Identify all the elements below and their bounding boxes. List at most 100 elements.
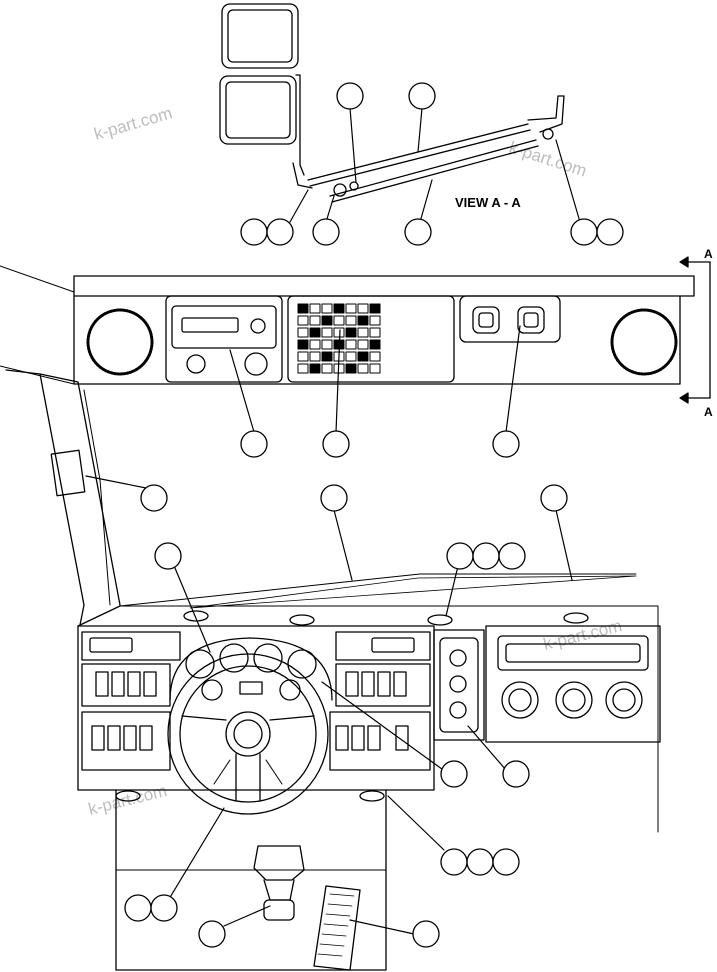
callout-balloon <box>240 218 268 246</box>
switch-cell <box>369 339 381 350</box>
hvac-slot <box>497 635 649 671</box>
gauge-left <box>472 306 500 334</box>
callout-balloon <box>472 542 500 570</box>
callout-balloon <box>492 430 520 458</box>
brake-pedal <box>253 845 305 881</box>
switch-cell <box>333 303 345 314</box>
switch-cell <box>345 315 357 326</box>
callout-balloon <box>404 218 432 246</box>
switch-cell <box>333 315 345 326</box>
switch-cell <box>369 363 381 374</box>
switch-cell <box>297 351 309 362</box>
callout-balloon <box>492 848 520 876</box>
callout-balloon <box>320 484 348 512</box>
switch-cell <box>345 327 357 338</box>
mirror-clamp <box>349 181 359 191</box>
section-indicator <box>679 256 711 404</box>
callout-balloon <box>502 760 530 788</box>
mirror-clamp <box>333 183 347 197</box>
switch-cell <box>357 315 369 326</box>
switch-cell <box>297 303 309 314</box>
callout-balloon <box>596 218 624 246</box>
windshield-base <box>189 575 637 609</box>
overhead-console <box>0 265 695 385</box>
instrument-cluster <box>169 637 333 701</box>
watermark-text: k-part.com <box>92 103 174 143</box>
mirror-upper-inner <box>227 9 293 63</box>
switch-cell <box>321 339 333 350</box>
accelerator-pedal <box>313 885 361 971</box>
callout-balloon <box>154 542 182 570</box>
callout-balloon <box>440 760 468 788</box>
callout-balloon <box>336 82 364 110</box>
switch-cell <box>321 327 333 338</box>
switch-cell <box>297 327 309 338</box>
switch-cell <box>345 303 357 314</box>
callout-balloon <box>412 920 440 948</box>
callout-balloon <box>570 218 598 246</box>
dash-vent-right <box>371 637 415 653</box>
a-pillar <box>5 369 121 626</box>
callout-balloon <box>266 218 294 246</box>
callout-balloon <box>312 218 340 246</box>
mirror-mount <box>527 95 565 133</box>
pillar-label <box>50 449 86 497</box>
callout-balloon <box>124 894 152 922</box>
switch-cell <box>357 303 369 314</box>
radio-unit <box>165 295 283 383</box>
switch-cell <box>321 363 333 374</box>
steering-wheel <box>167 653 329 815</box>
gauge-right-inner <box>523 312 539 328</box>
callout-balloon <box>446 542 474 570</box>
switch-cell <box>369 303 381 314</box>
section-letter: A <box>704 405 713 419</box>
callout-balloon <box>150 894 178 922</box>
gauge-left-inner <box>478 312 494 328</box>
mirror-assembly <box>219 3 565 203</box>
switch-cell <box>357 351 369 362</box>
mirror-lower-inner <box>225 81 291 139</box>
switch-cell <box>297 363 309 374</box>
switch-cell <box>309 303 321 314</box>
callout-balloon <box>466 848 494 876</box>
dash-vent-left <box>89 637 133 653</box>
mirror-clamp <box>542 128 554 140</box>
callout-balloon <box>540 484 568 512</box>
view-label: VIEW A - A <box>455 195 521 210</box>
hvac-console <box>433 625 661 743</box>
callout-balloon <box>440 848 468 876</box>
callouts <box>124 82 624 948</box>
switch-cell <box>345 339 357 350</box>
switch-cell <box>321 315 333 326</box>
footwell <box>115 789 387 971</box>
switch-cell <box>321 351 333 362</box>
callout-balloon <box>140 484 168 512</box>
gauge-pod <box>459 295 561 343</box>
watermark-text: k-part.com <box>86 781 169 819</box>
callout-balloon <box>240 430 268 458</box>
mirror-bracket <box>292 74 313 189</box>
switch-cell <box>369 327 381 338</box>
mirror-lower <box>219 75 297 145</box>
switch-cell <box>297 339 309 350</box>
switch-cell <box>309 363 321 374</box>
radio-knob <box>244 352 268 376</box>
radio-knob <box>186 354 206 374</box>
switch-panel <box>287 295 455 383</box>
switch-cell <box>333 327 345 338</box>
radio-knob <box>250 318 266 334</box>
switch-cell <box>357 363 369 374</box>
switch-cell <box>369 351 381 362</box>
switch-cell <box>321 303 333 314</box>
switch-cell <box>369 315 381 326</box>
switch-cell <box>309 327 321 338</box>
windshield-edge <box>119 573 637 607</box>
switch-cell <box>345 351 357 362</box>
switch-cell <box>357 339 369 350</box>
callout-balloon <box>198 920 226 948</box>
switch-cell <box>309 351 321 362</box>
dashboard <box>77 605 659 833</box>
speaker-left <box>86 308 154 376</box>
section-letter: A <box>704 247 713 261</box>
